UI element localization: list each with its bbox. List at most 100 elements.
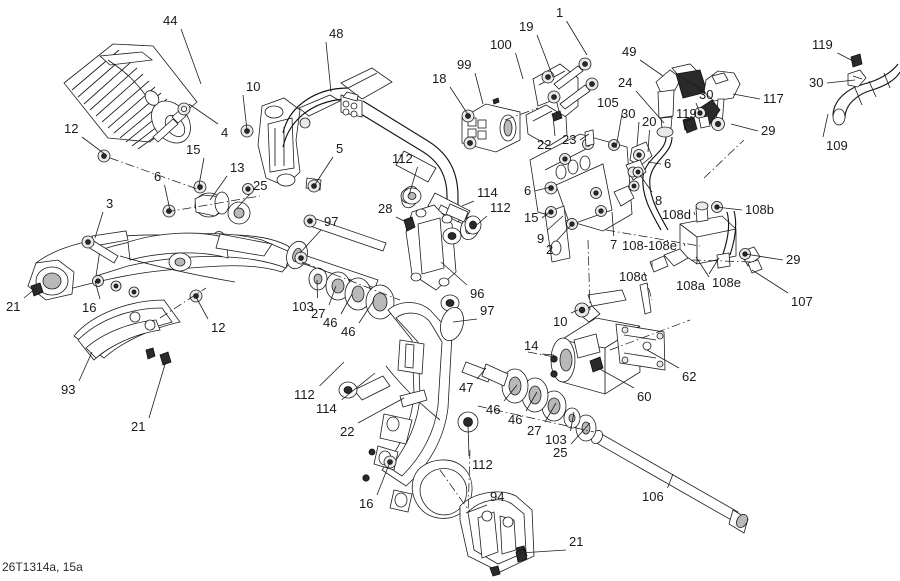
callout-21: 21 xyxy=(569,534,584,549)
callout-46: 46 xyxy=(486,402,501,417)
leader-line xyxy=(188,103,219,125)
callout-103: 103 xyxy=(545,432,567,447)
callout-114: 114 xyxy=(477,185,498,200)
leader-line xyxy=(94,211,104,239)
callout-20: 20 xyxy=(642,114,657,129)
callout-18: 18 xyxy=(432,71,447,86)
part-108-manifold xyxy=(639,201,763,315)
leader-line xyxy=(78,351,93,382)
part-62-pump-motor xyxy=(550,289,666,395)
leader-line xyxy=(534,186,552,192)
callout-6: 6 xyxy=(154,169,162,184)
part-97-upper-arm xyxy=(27,230,308,301)
leader-line xyxy=(732,93,761,100)
callout-108c: 108c xyxy=(619,269,648,284)
leader-line xyxy=(358,299,375,324)
callout-100: 100 xyxy=(490,37,512,52)
callout-30: 30 xyxy=(621,106,636,121)
leader-line xyxy=(693,211,696,216)
callout-4: 4 xyxy=(221,125,229,140)
leader-line xyxy=(515,52,524,80)
callout-19: 19 xyxy=(519,19,534,34)
callout-9: 9 xyxy=(537,231,545,246)
leader-line xyxy=(395,216,407,223)
leader-line xyxy=(319,361,345,387)
callout-119: 119 xyxy=(676,106,697,121)
leader-line xyxy=(541,210,552,219)
leader-line xyxy=(242,94,248,131)
part-105-mounting-plate xyxy=(529,115,711,263)
callout-25: 25 xyxy=(253,178,268,193)
leader-line xyxy=(536,34,554,78)
leader-line xyxy=(449,86,470,117)
leader-line xyxy=(566,20,588,56)
callout-108-108e: 108-108e xyxy=(622,238,677,253)
part-49-sensor xyxy=(642,63,708,231)
leader-line xyxy=(313,156,334,187)
leader-line xyxy=(647,129,650,153)
callout-112: 112 xyxy=(472,457,493,472)
part-10-shock-left xyxy=(240,94,341,193)
leader-line xyxy=(647,161,662,165)
leader-line xyxy=(826,79,856,84)
leader-line xyxy=(164,184,171,211)
callout-22: 22 xyxy=(340,424,355,439)
callout-25: 25 xyxy=(553,445,568,460)
leader-line xyxy=(579,133,590,141)
callout-16: 16 xyxy=(359,496,374,511)
leader-line xyxy=(452,318,478,323)
callout-108d: 108d xyxy=(662,207,691,222)
callout-60: 60 xyxy=(637,389,652,404)
leader-line xyxy=(299,229,322,254)
leader-line xyxy=(328,285,337,306)
bolts-1-19 xyxy=(541,57,599,122)
callout-23: 23 xyxy=(562,132,577,147)
leader-line xyxy=(148,360,167,419)
callout-47: 47 xyxy=(459,380,474,395)
callout-30: 30 xyxy=(809,75,824,90)
callout-12: 12 xyxy=(64,121,79,136)
callout-105: 105 xyxy=(597,95,619,110)
callout-15: 15 xyxy=(186,142,201,157)
callout-62: 62 xyxy=(682,369,697,384)
leader-line xyxy=(541,353,555,356)
callout-103: 103 xyxy=(292,299,314,314)
leader-line xyxy=(615,110,623,149)
callout-109: 109 xyxy=(826,138,848,153)
leader-line xyxy=(325,41,332,93)
leader-line xyxy=(822,113,829,138)
leader-line xyxy=(695,256,710,278)
callout-108e: 108e xyxy=(712,275,741,290)
leader-line xyxy=(570,309,579,314)
leader-line xyxy=(708,257,720,275)
leader-line xyxy=(94,280,101,300)
callout-6: 6 xyxy=(664,156,672,171)
callout-44: 44 xyxy=(163,13,178,28)
callout-10: 10 xyxy=(553,314,568,329)
callout-15: 15 xyxy=(524,210,539,225)
callout-46: 46 xyxy=(508,412,523,427)
callout-2: 2 xyxy=(546,242,554,257)
callout-13: 13 xyxy=(230,160,245,175)
part-93-lower-guard xyxy=(73,299,181,366)
callout-97: 97 xyxy=(324,214,339,229)
leader-line xyxy=(467,423,470,457)
leader-line xyxy=(376,461,391,496)
leader-line xyxy=(639,174,653,193)
leader-line xyxy=(465,504,488,514)
callout-27: 27 xyxy=(527,423,542,438)
leader-line xyxy=(209,175,228,201)
callout-28: 28 xyxy=(378,201,393,216)
leader-line xyxy=(837,52,856,63)
leader-line xyxy=(570,422,591,445)
pins-112-114-upper xyxy=(402,187,482,235)
part-117-sensor xyxy=(682,70,741,131)
callout-114: 114 xyxy=(316,401,337,416)
callout-5: 5 xyxy=(336,141,344,156)
part-44-shock-boot xyxy=(63,43,198,150)
leader-line xyxy=(198,157,205,186)
callout-112: 112 xyxy=(294,387,315,402)
callout-49: 49 xyxy=(622,44,637,59)
